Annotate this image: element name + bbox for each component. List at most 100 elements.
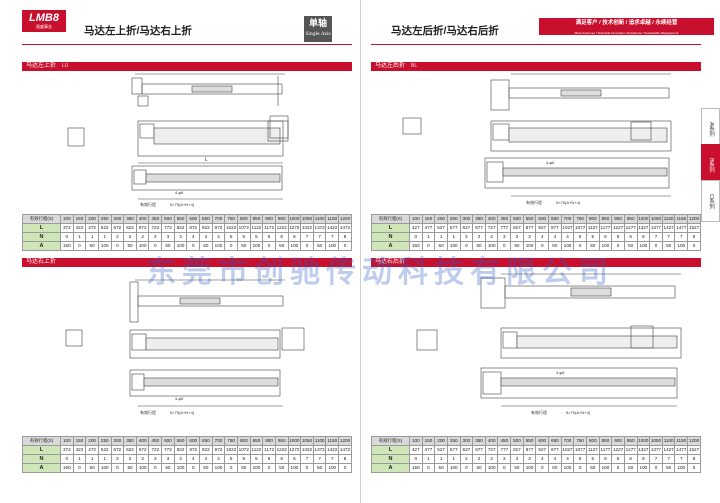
- table-cell: 8: [687, 232, 701, 242]
- technical-drawing-lu: L 4-φ6 5×75(A+N+4) 有效行程: [67, 73, 289, 207]
- table-cell: 1422: [325, 223, 340, 233]
- table-cell: 0: [338, 241, 352, 251]
- table-cell: 1077: [573, 223, 587, 233]
- motor-block: [129, 281, 139, 323]
- stroke-cell: 950: [274, 214, 289, 224]
- table-cell: 7: [325, 232, 340, 242]
- table-cell: 0: [262, 463, 276, 473]
- stroke-cell: 1200: [338, 214, 352, 224]
- table-cell: 5: [585, 454, 600, 464]
- coupling-box: [139, 123, 155, 139]
- table-cell: 577: [446, 223, 461, 233]
- page-title-left: 马达左上折/马达右上折: [84, 25, 192, 37]
- stroke-cell: 1000: [636, 214, 651, 224]
- stroke-cell: 500: [510, 214, 524, 224]
- table-cell: 6: [262, 232, 276, 242]
- table-cell: 2: [484, 454, 499, 464]
- table-cell: 100: [135, 241, 150, 251]
- table-cell: 7: [649, 232, 663, 242]
- table-cell: 1277: [623, 445, 638, 455]
- table-cell: 100: [674, 463, 689, 473]
- table-cell: 50: [585, 241, 600, 251]
- front-view-frame: [131, 165, 283, 191]
- table-cell: 2: [459, 454, 474, 464]
- table-cell: 922: [199, 445, 213, 455]
- right-page: 马达左后折/马达右后折 满足客户 / 技术创新 / 追求卓越 / 永续经营 Me…: [360, 0, 720, 503]
- table-cell: 50: [623, 241, 638, 251]
- stroke-cell: 350: [472, 214, 486, 224]
- table-cell: 622: [123, 223, 137, 233]
- table-cell: 2: [135, 232, 150, 242]
- row-label: N: [371, 454, 410, 464]
- table-cell: 872: [186, 223, 201, 233]
- table-cell: 1372: [312, 223, 327, 233]
- table-cell: 1122: [249, 223, 264, 233]
- table-cell: 1327: [636, 223, 651, 233]
- table-cell: 0: [497, 463, 512, 473]
- side-profile: [402, 117, 422, 135]
- table-cell: 677: [472, 223, 486, 233]
- table-cell: 100: [598, 241, 613, 251]
- top-view-frame: [129, 329, 281, 359]
- row-label: L: [22, 445, 61, 455]
- table-cell: 1327: [636, 445, 651, 455]
- table-cell: 100: [560, 241, 575, 251]
- stroke-cell: 250: [446, 436, 461, 446]
- table-cell: 50: [161, 241, 175, 251]
- table-cell: 2: [472, 454, 486, 464]
- table-cell: 1: [97, 232, 112, 242]
- table-cell: 100: [325, 463, 340, 473]
- table-cell: 0: [300, 463, 314, 473]
- table-cell: 150: [409, 241, 423, 251]
- stroke-cell: 1200: [687, 436, 701, 446]
- table-cell: 922: [199, 223, 213, 233]
- stroke-cell: 350: [123, 436, 137, 446]
- table-cell: 927: [535, 223, 550, 233]
- table-cell: 772: [161, 445, 175, 455]
- table-cell: 0: [573, 241, 587, 251]
- stroke-cell: 900: [611, 436, 625, 446]
- slogan-english: Meet Customer / Technical Innovation / E…: [574, 31, 679, 35]
- stroke-cell: 600: [535, 436, 550, 446]
- table-cell: 100: [97, 463, 112, 473]
- table-cell: 7: [649, 454, 663, 464]
- table-cell: 4: [560, 454, 575, 464]
- tab-c-series[interactable]: C系列: [701, 180, 720, 222]
- table-cell: 0: [611, 241, 625, 251]
- table-cell: 927: [535, 445, 550, 455]
- stroke-cell: 900: [262, 214, 276, 224]
- table-cell: 977: [548, 223, 562, 233]
- table-cell: 100: [636, 463, 651, 473]
- table-cell: 50: [199, 241, 213, 251]
- table-cell: 972: [211, 445, 226, 455]
- table-cell: 50: [85, 241, 99, 251]
- table-cell: 5: [249, 454, 264, 464]
- stroke-cell: 1100: [661, 436, 676, 446]
- front-rail: [145, 173, 281, 183]
- table-cell: 3: [522, 232, 537, 242]
- table-cell: 3: [522, 454, 537, 464]
- side-section: [630, 121, 652, 141]
- table-cell: 1172: [262, 223, 276, 233]
- table-cell: 372: [60, 445, 74, 455]
- table-cell: 0: [224, 463, 238, 473]
- rail-body: [504, 285, 676, 299]
- table-cell: 4: [186, 454, 201, 464]
- table-cell: 0: [459, 463, 474, 473]
- stroke-cell: 800: [236, 214, 251, 224]
- table-cell: 50: [661, 241, 676, 251]
- stroke-cell: 300: [459, 436, 474, 446]
- table-cell: 522: [97, 223, 112, 233]
- table-cell: 527: [434, 445, 448, 455]
- stroke-cell: 850: [598, 436, 613, 446]
- table-cell: 1: [97, 454, 112, 464]
- table-cell: 0: [649, 241, 663, 251]
- table-cell: 527: [434, 223, 448, 233]
- stroke-cell: 1150: [674, 214, 689, 224]
- table-cell: 1477: [674, 445, 689, 455]
- pitch-note: 5×75(A+N+4): [566, 410, 591, 415]
- table-cell: 1227: [611, 223, 625, 233]
- stroke-cell: 100: [409, 214, 423, 224]
